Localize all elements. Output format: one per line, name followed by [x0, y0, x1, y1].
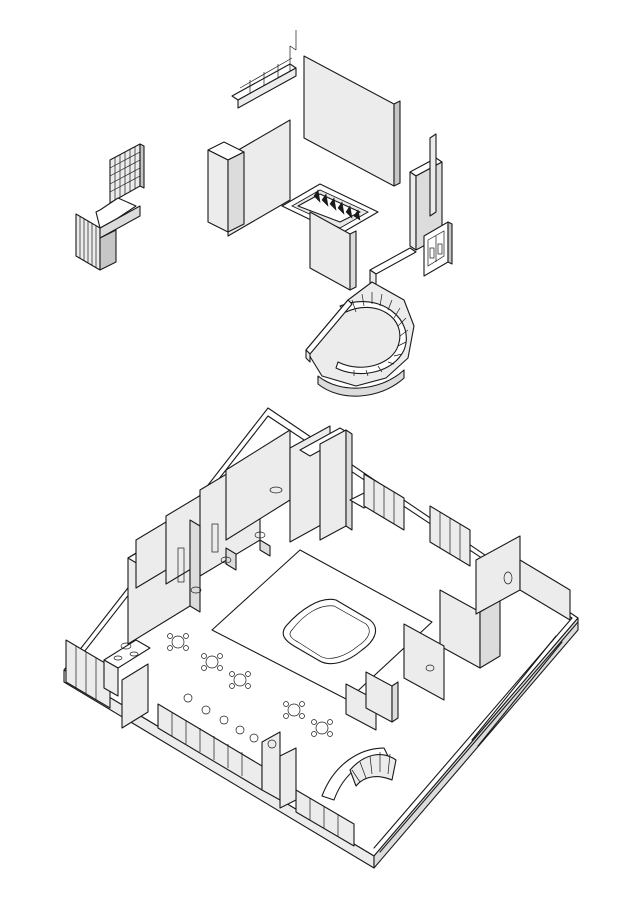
floor-plan-view — [63, 407, 579, 869]
wc-cubicles — [127, 429, 291, 645]
feature-wall-left — [207, 119, 291, 237]
central-partition — [309, 211, 357, 291]
spiral-stair — [321, 747, 397, 801]
skylight-frame — [281, 183, 379, 235]
lattice-screen — [109, 143, 145, 204]
door-frame — [423, 221, 453, 277]
display-niches — [231, 30, 297, 109]
central-walls — [289, 425, 381, 543]
exploded-view — [75, 30, 453, 397]
dining-tables — [167, 633, 333, 749]
feature-wall-back — [303, 55, 401, 187]
side-wall-right — [369, 133, 443, 291]
outer-edges — [379, 621, 579, 853]
spiral-staircase — [305, 281, 415, 397]
table-group — [167, 633, 333, 749]
right-rooms — [345, 535, 571, 731]
slatted-counter — [75, 197, 141, 271]
bar-counter — [103, 639, 297, 809]
central-oval-island — [282, 598, 377, 665]
